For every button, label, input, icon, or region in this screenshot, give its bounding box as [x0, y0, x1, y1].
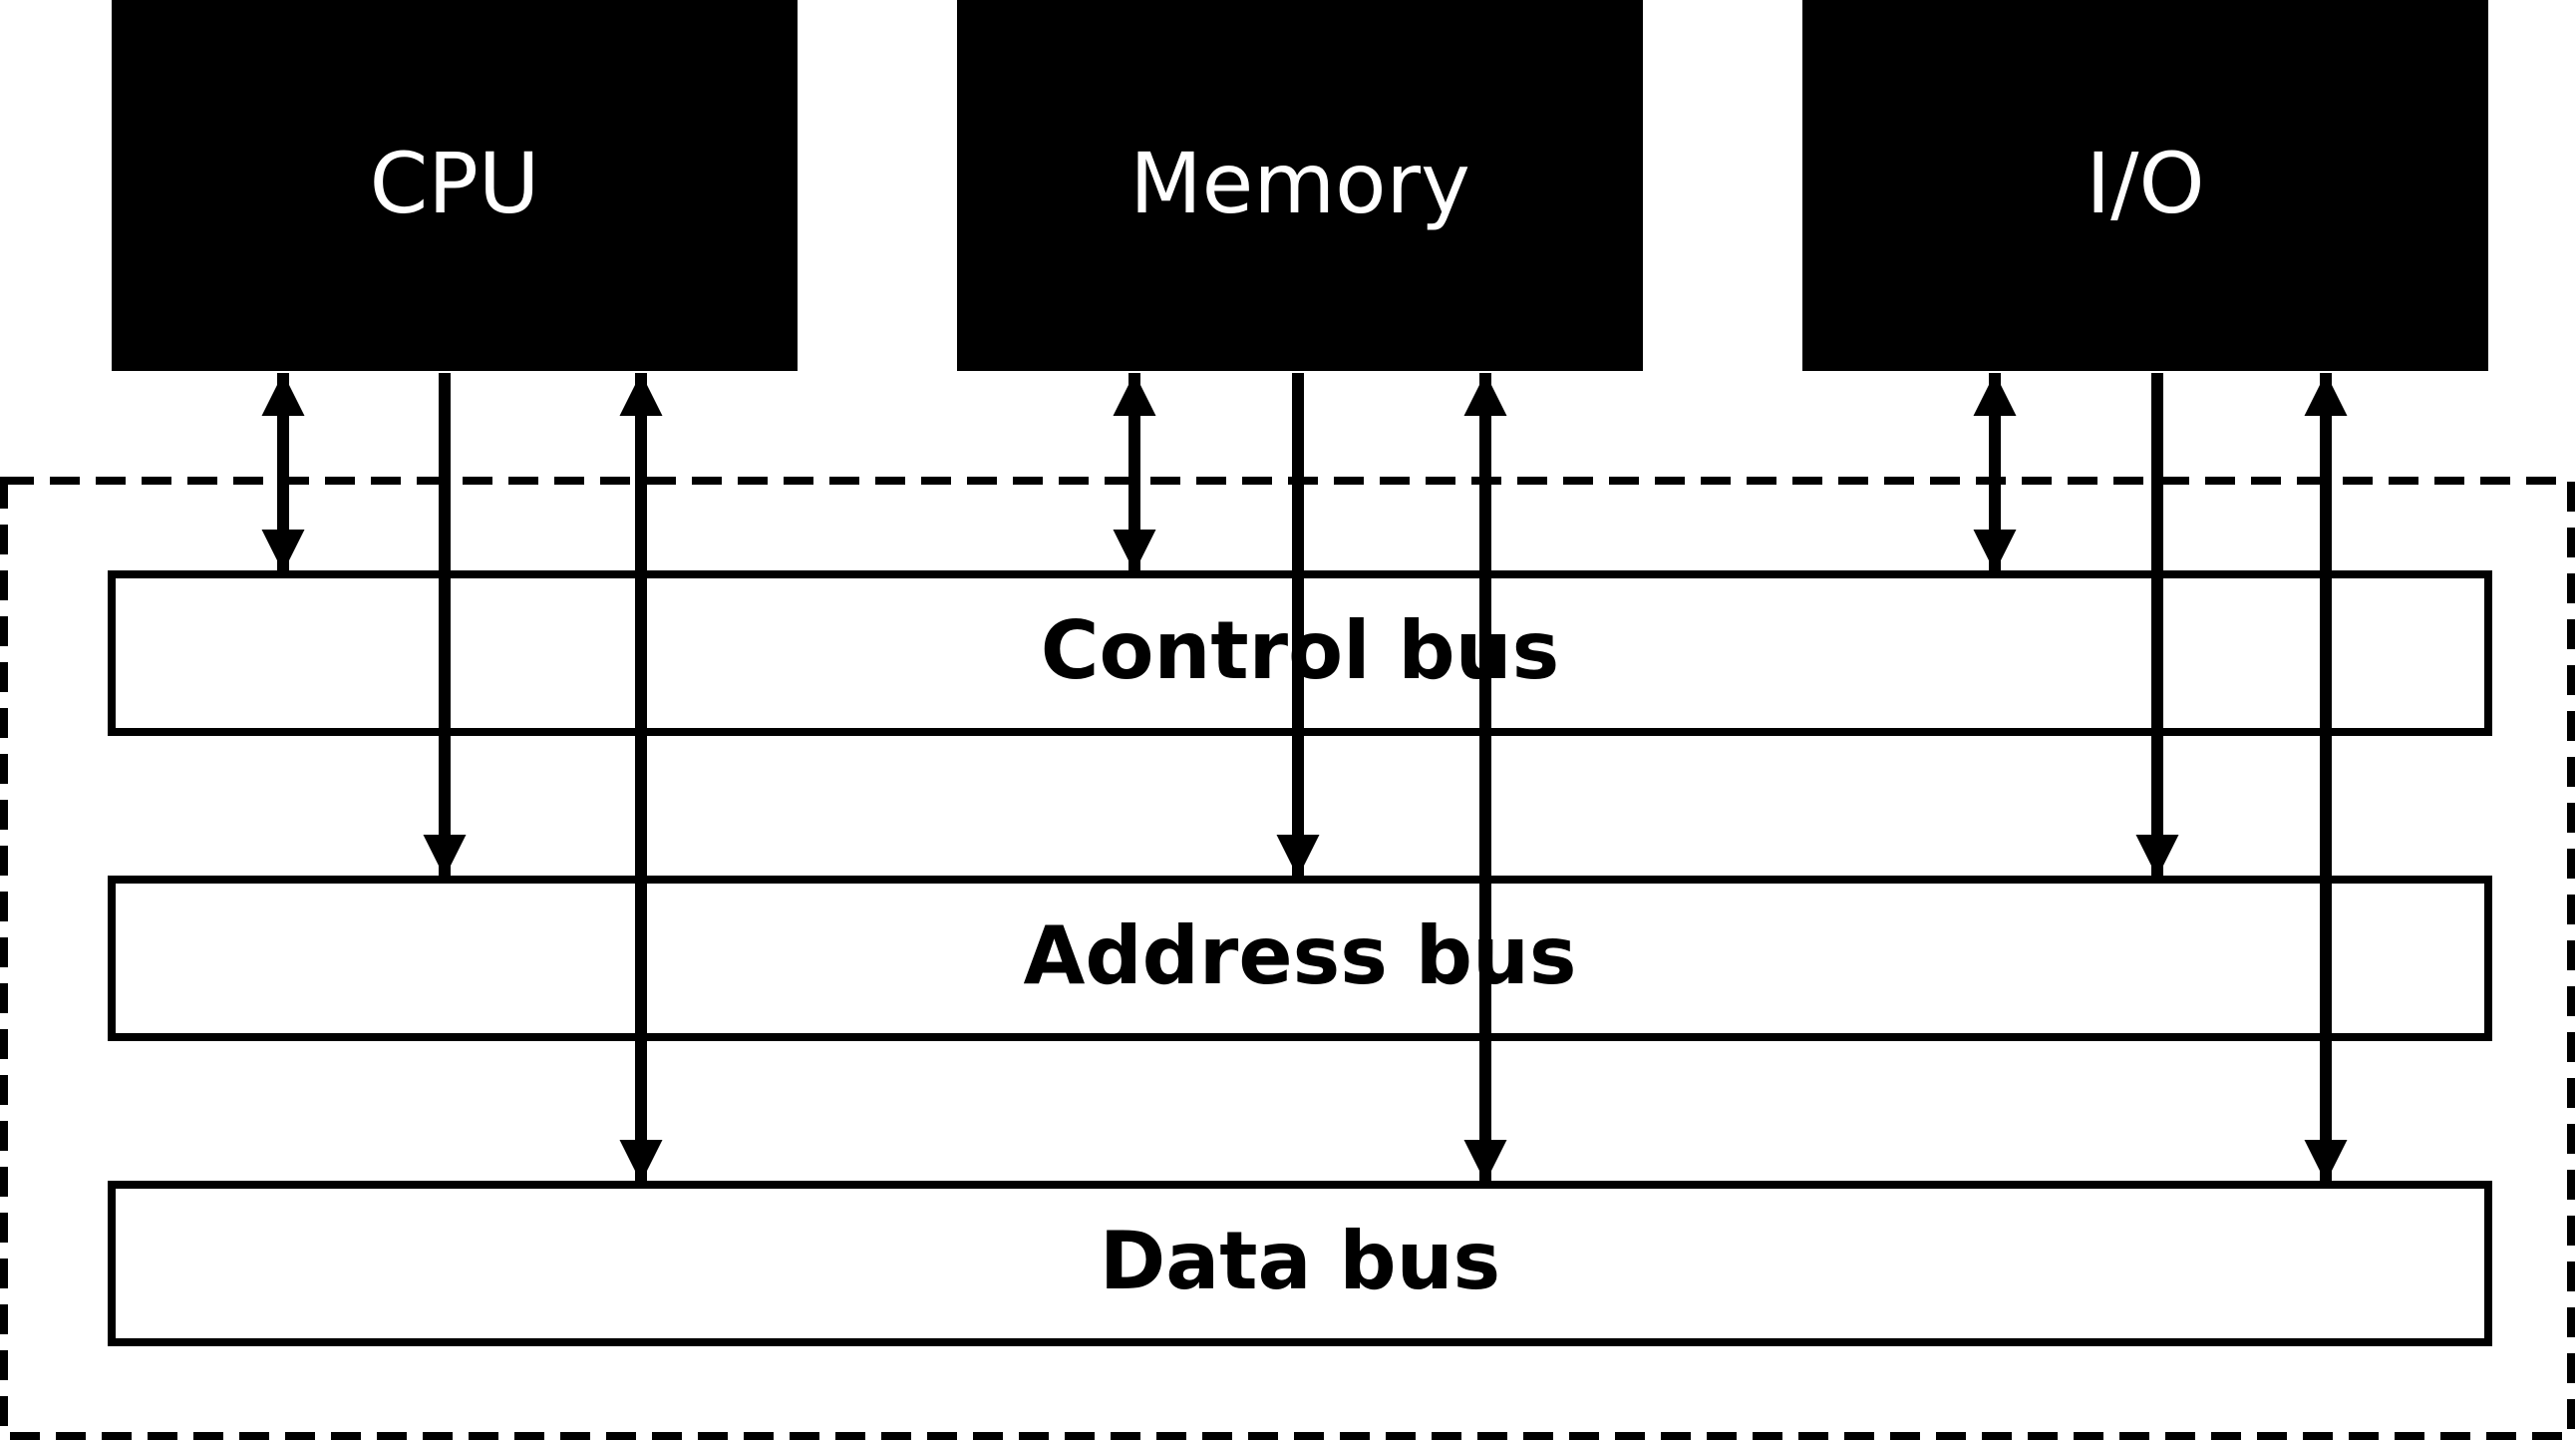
address-bus-label: Address bus [1023, 909, 1576, 1002]
memory-box [957, 0, 1643, 371]
system-bus-boundary [0, 477, 2575, 1440]
data-bus: Data bus [108, 1181, 2492, 1346]
io-label: I/O [2086, 135, 2204, 232]
memory-label: Memory [1129, 135, 1470, 232]
address-bus-box [108, 876, 2492, 1041]
data-bus-label: Data bus [1100, 1215, 1500, 1307]
io-box [1802, 0, 2488, 371]
cpu-box [112, 0, 798, 371]
io-unit: I/O [1802, 0, 2488, 371]
cpu-label: CPU [370, 135, 540, 232]
cpu-unit: CPU [112, 0, 798, 371]
address-bus: Address bus [108, 876, 2492, 1041]
data-bus-box [108, 1181, 2492, 1346]
memory-unit: Memory [957, 0, 1643, 371]
